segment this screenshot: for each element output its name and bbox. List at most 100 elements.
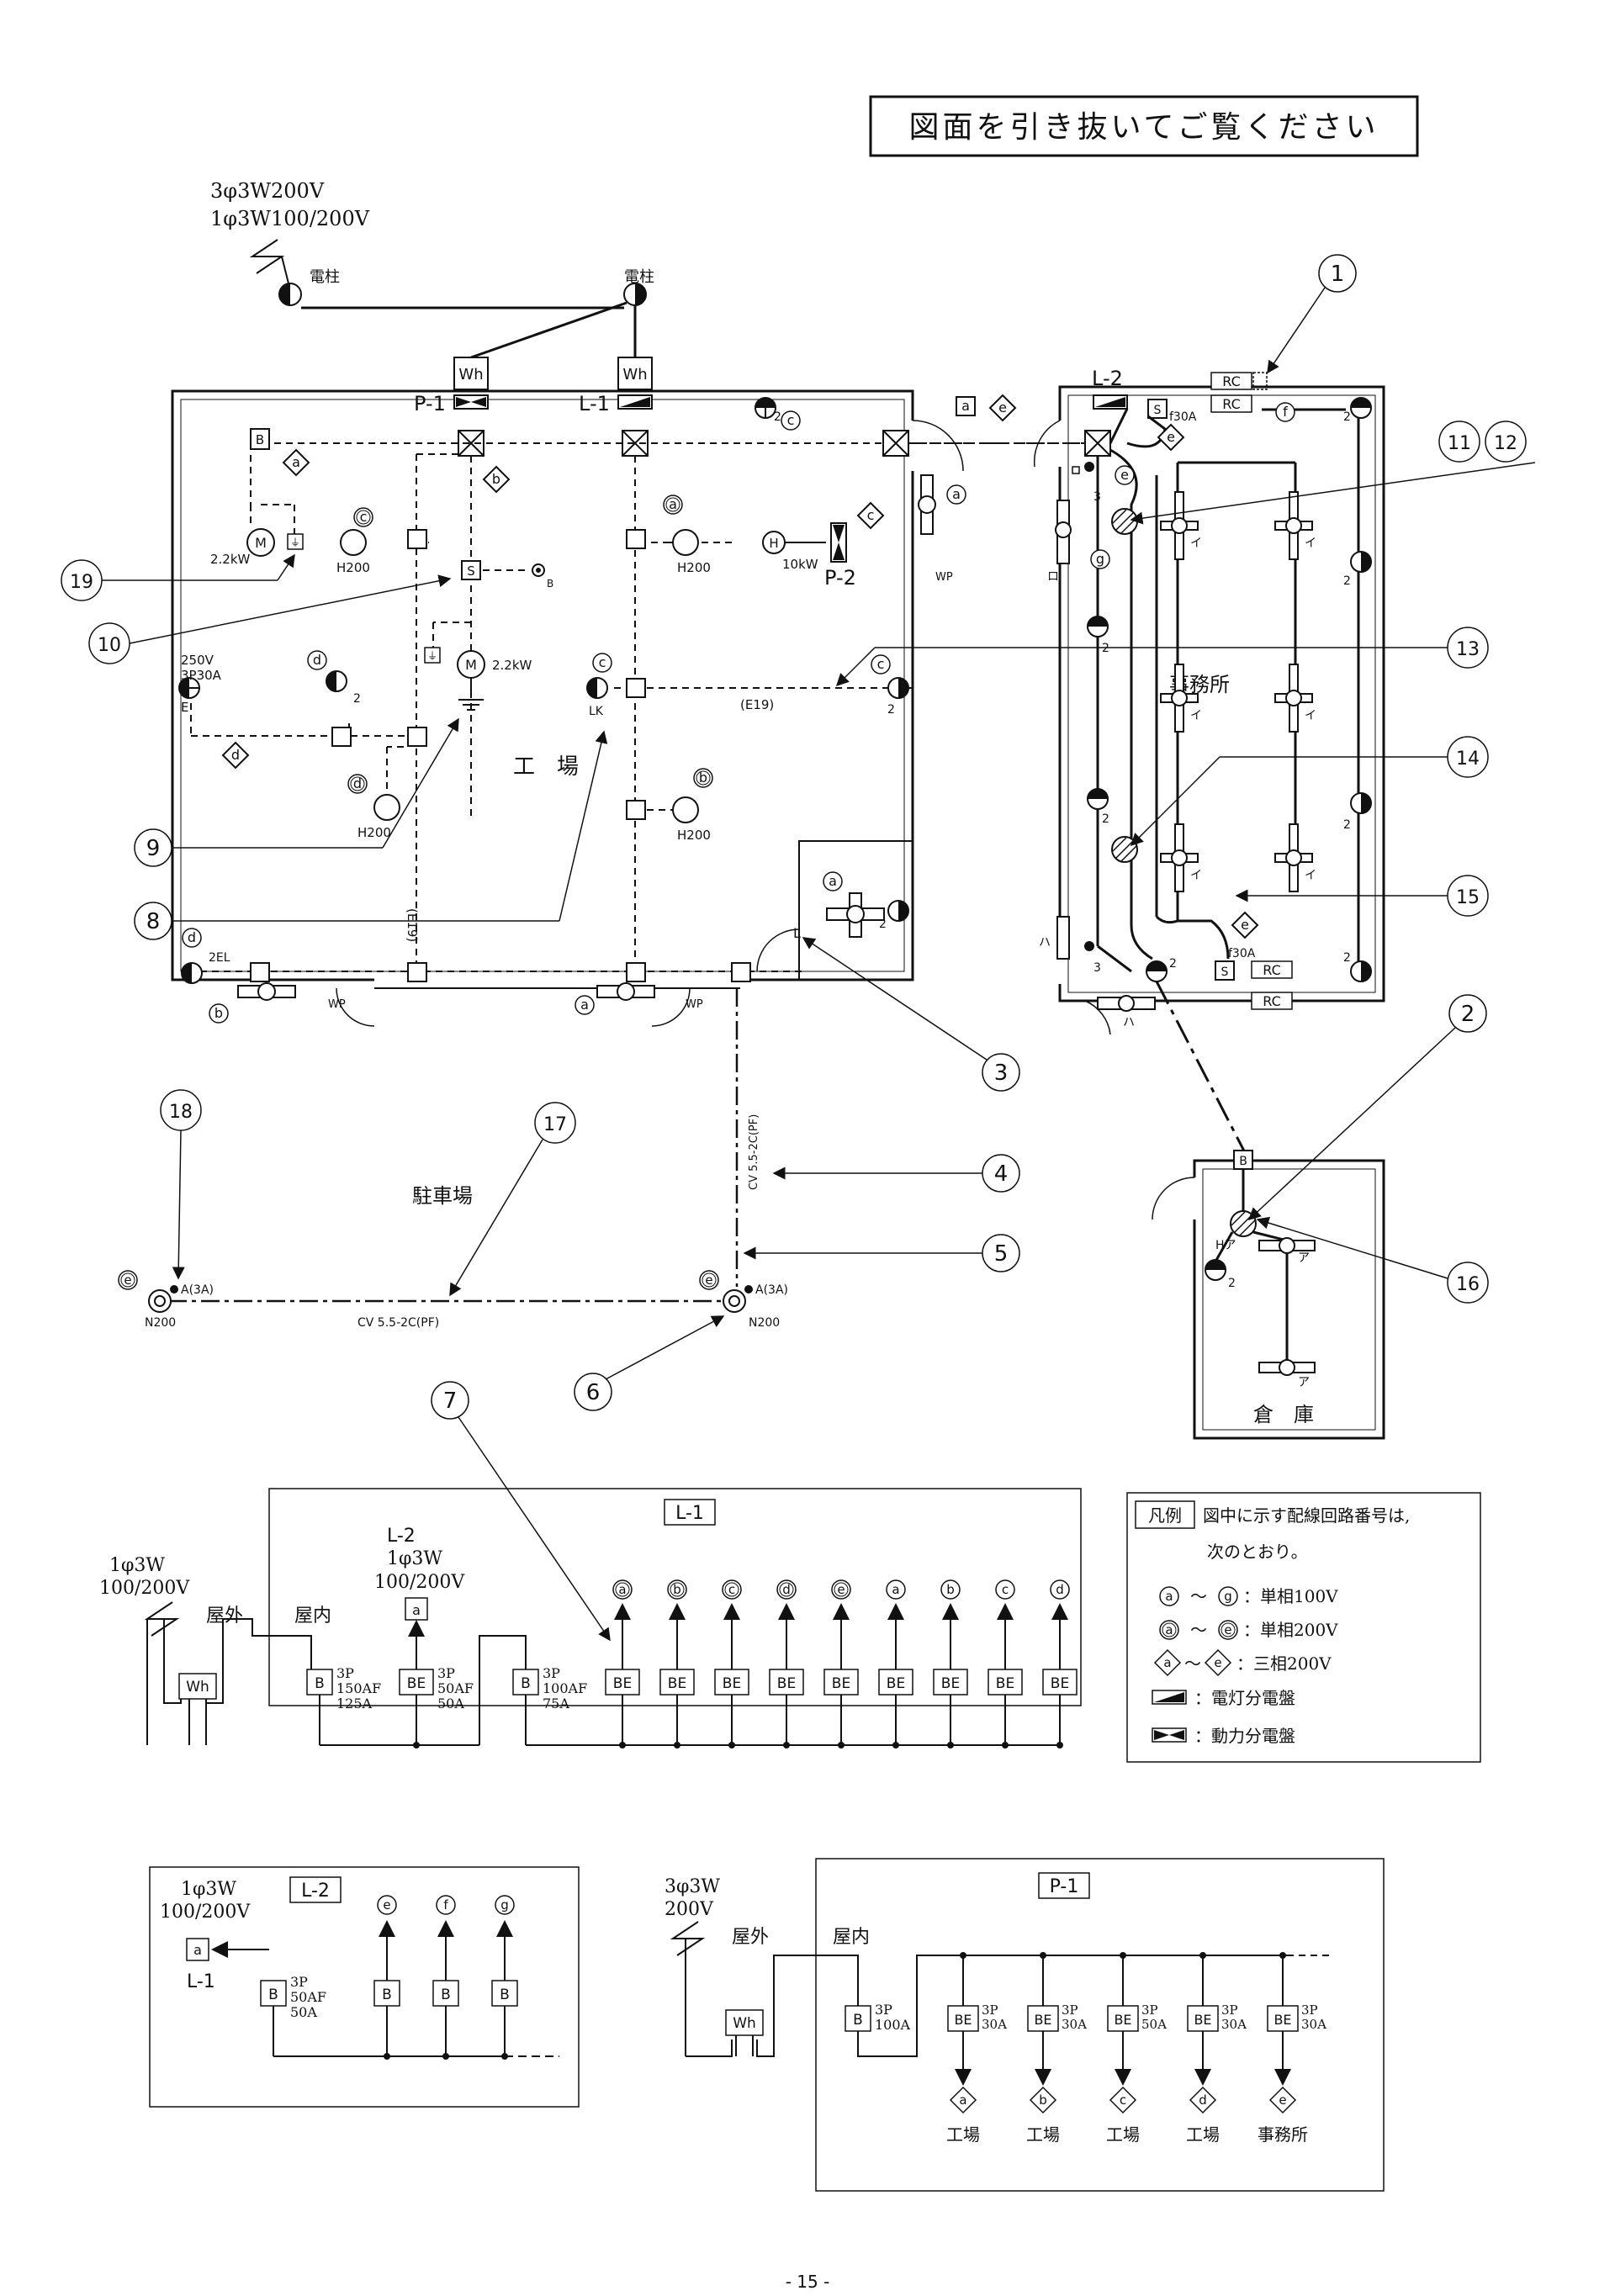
office-lamp-dots [1072, 462, 1094, 951]
svg-text:Wh: Wh [622, 366, 647, 384]
svg-text:d: d [353, 775, 362, 791]
svg-text:RC: RC [1222, 373, 1241, 389]
svg-text:3P: 3P [437, 1665, 455, 1681]
p1-branch-rating-amps-1: 30A [1062, 2017, 1087, 2032]
pole-right: 電柱 [623, 268, 654, 306]
svg-text:f30A: f30A [1228, 947, 1256, 960]
heater-label-2: H200 [677, 560, 711, 575]
pole-left: 電柱 [278, 256, 340, 306]
svg-text:a: a [193, 1942, 202, 1958]
heater-label-1: H200 [336, 560, 370, 575]
svg-text:100/200V: 100/200V [99, 1578, 190, 1599]
svg-text:⏚: ⏚ [290, 537, 300, 548]
p1-branch-rating-poles-0: 3P [982, 2002, 998, 2018]
l1-branch-breaker-7-box [988, 1669, 1023, 1696]
l1-branch-label-4: e [837, 1582, 845, 1597]
svg-text:a: a [1165, 1589, 1173, 1604]
callout-15: 15 [1235, 875, 1489, 917]
l1-branch-label-2: c [728, 1582, 735, 1597]
callout-11: 11 [1438, 421, 1480, 463]
wp-label-2: WP [328, 998, 346, 1011]
p1-branch-rating-amps-2: 50A [1141, 2017, 1167, 2032]
callout-18: 18 [160, 1089, 202, 1280]
office-s-switch: S f30A [1147, 399, 1197, 424]
p1-diagram: P-1 3φ3W 200V 屋外 屋内 Wh B 3P 100A BE3P30A… [665, 1858, 1385, 2192]
l1-branch-label-3: d [782, 1582, 791, 1597]
svg-text:10kW: 10kW [782, 557, 818, 572]
p1-branch-rating-poles-3: 3P [1221, 2002, 1238, 2018]
l1-branch-breaker-2-box [714, 1669, 749, 1696]
svg-text:c: c [877, 656, 885, 672]
l1-branch-label-5-ring [886, 1579, 906, 1600]
p1-branch-diamond-2 [1109, 2086, 1137, 2114]
svg-text:M: M [465, 657, 477, 673]
l1-branch-breaker-5: BE [887, 1675, 905, 1692]
callout-17: 17 [449, 1102, 576, 1297]
lamp-l-label: L [793, 925, 801, 941]
outlet-count-1: 2 [774, 410, 781, 424]
rc-boxes-top: RC RC [1210, 372, 1268, 413]
factory-building: 工 場 [171, 389, 964, 1027]
office-hatched-fixtures [1111, 508, 1138, 863]
svg-text:L-1: L-1 [675, 1503, 704, 1524]
svg-text:2: 2 [1343, 818, 1351, 832]
legend-title: 凡例 [1148, 1505, 1182, 1526]
p1-branch-breaker-box-2 [1107, 2005, 1139, 2032]
svg-text:1: 1 [1331, 262, 1345, 287]
svg-text:A(3A): A(3A) [755, 1283, 788, 1297]
supply-line-1: 3φ3W200V [210, 179, 325, 203]
office-fluorescent [1055, 491, 1313, 1012]
office-building: 事務所 [1033, 385, 1385, 1035]
svg-text:P-2: P-2 [824, 566, 856, 590]
svg-text:125A: 125A [336, 1696, 373, 1711]
svg-text:イ: イ [1190, 537, 1202, 550]
svg-text:イ: イ [1305, 537, 1316, 550]
supply-drop-symbol [249, 239, 285, 274]
page-number: - 15 - [786, 2272, 830, 2292]
l1-branch-label-4-inner-ring [834, 1582, 849, 1597]
callout-6: 6 [574, 1315, 725, 1411]
motor-2: M 2.2kW ⏚ [424, 647, 532, 711]
svg-text:2.2kW: 2.2kW [210, 552, 251, 567]
svg-text:N200: N200 [145, 1316, 176, 1330]
l2-branch-label-0-ring [377, 1895, 397, 1915]
factory-circuit-tags: a e a b c d [221, 394, 1017, 770]
legend-row-4: ：電灯分電盤 [1194, 1688, 1295, 1708]
svg-text:15: 15 [1456, 887, 1480, 908]
svg-text:10: 10 [98, 635, 121, 656]
l1-branch-node-4 [838, 1742, 845, 1748]
callout-19: 19 [61, 553, 295, 601]
office-circuit-tags: e g f e e [1090, 402, 1295, 939]
svg-text:2: 2 [1228, 1277, 1236, 1290]
supply-line-2: 1φ3W100/200V [210, 207, 370, 230]
svg-text:S: S [467, 563, 475, 579]
outlet-250v-label: 250V [181, 653, 214, 668]
rc-boxes-bottom: RC RC S f30A [1215, 947, 1293, 1010]
svg-text:100/200V: 100/200V [374, 1572, 465, 1593]
legend-intro-2: 次のとおり。 [1207, 1542, 1308, 1562]
office-fixture-labels: イ イ イ イ イ イ ロ ハ ハ 3 3 [1039, 490, 1316, 1029]
svg-text:3: 3 [1093, 961, 1101, 975]
svg-text:3φ3W: 3φ3W [665, 1876, 720, 1897]
svg-text:P-1: P-1 [414, 392, 446, 415]
svg-text:Wh: Wh [458, 366, 483, 384]
svg-text:B: B [256, 432, 264, 447]
factory-boxes [250, 529, 751, 982]
svg-text:b: b [699, 770, 707, 786]
svg-text:～: ～ [1190, 1586, 1207, 1606]
svg-text:Hア: Hア [1215, 1239, 1236, 1252]
legend-row-2: ：単相200V [1243, 1620, 1338, 1640]
svg-text:d: d [313, 652, 321, 668]
conduit-e19-vertical: (E19) [405, 908, 420, 942]
l1-branch-breaker-0: BE [613, 1675, 632, 1692]
factory-fluorescent [237, 474, 936, 1001]
legend-intro-1: 図中に示す配線回路番号は, [1203, 1505, 1410, 1526]
svg-text:g: g [1224, 1589, 1232, 1604]
svg-text:a: a [412, 1602, 421, 1618]
callout-13: 13 [835, 627, 1489, 687]
svg-text:50AF: 50AF [290, 1989, 326, 2005]
p1-branch-breaker-box-1 [1027, 2005, 1059, 2032]
svg-text:b: b [214, 1005, 223, 1021]
outlet-3p30a-label: 3P30A [181, 668, 222, 683]
svg-text:1φ3W: 1φ3W [387, 1548, 442, 1569]
